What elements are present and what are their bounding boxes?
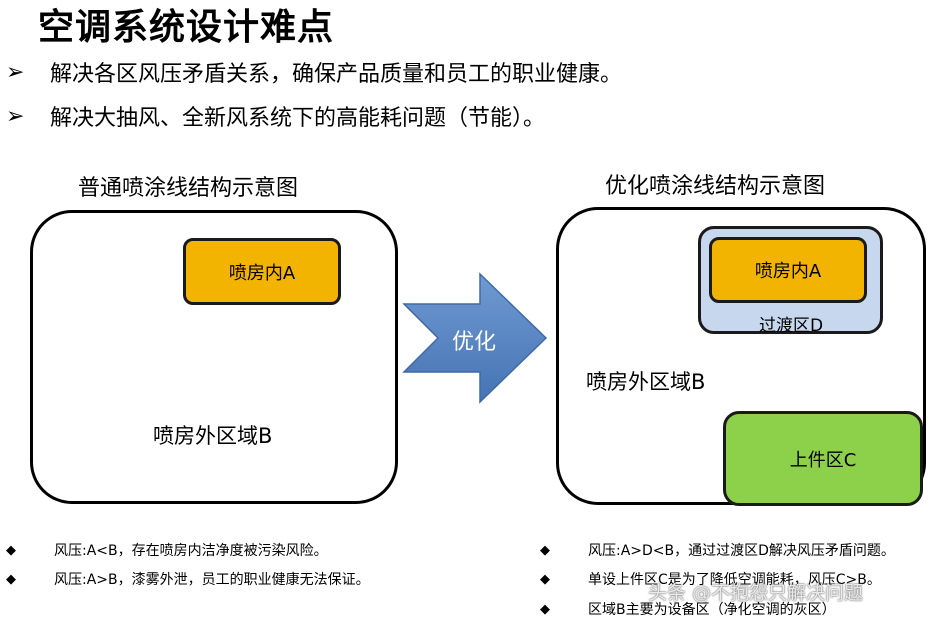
arrow-bullet-icon: ➢: [6, 59, 25, 85]
bullet-text: 解决大抽风、全新风系统下的高能耗问题（节能）。: [50, 106, 546, 131]
optimize-arrow-icon: [402, 272, 548, 404]
loading-zone-box: 上件区C: [723, 411, 923, 506]
left-booth-box: 喷房内A: [183, 238, 341, 305]
note-text: 区域B主要为设备区（净化空调的灰区）: [588, 602, 836, 618]
diamond-bullet-icon: ◆: [540, 571, 550, 587]
loading-zone-label: 上件区C: [789, 449, 857, 471]
note-item: ◆ 风压:A<B，存在喷房内洁净度被污染风险。: [6, 540, 328, 560]
note-text: 风压:A>D<B，通过过渡区D解决风压矛盾问题。: [588, 543, 895, 559]
bullet-item: ➢ 解决各区风压矛盾关系，确保产品质量和员工的职业健康。: [6, 56, 622, 88]
transition-zone-label: 过渡区D: [759, 316, 824, 336]
note-item: ◆ 风压:A>D<B，通过过渡区D解决风压矛盾问题。: [540, 540, 895, 560]
bullet-item: ➢ 解决大抽风、全新风系统下的高能耗问题（节能）。: [6, 100, 545, 132]
watermark: 头条 @不抱怨只解决问题: [648, 582, 864, 604]
bullet-text: 解决各区风压矛盾关系，确保产品质量和员工的职业健康。: [50, 62, 623, 87]
note-text: 风压:A<B，存在喷房内洁净度被污染风险。: [54, 543, 328, 559]
left-diagram-title: 普通喷涂线结构示意图: [78, 176, 299, 201]
arrow-label: 优化: [452, 330, 497, 355]
booth-label: 喷房内A: [754, 261, 822, 282]
arrow-bullet-icon: ➢: [6, 103, 25, 129]
right-diagram-title: 优化喷涂线结构示意图: [605, 174, 826, 199]
page-title: 空调系统设计难点: [38, 7, 335, 48]
note-text: 风压:A>B，漆雾外泄，员工的职业健康无法保证。: [54, 572, 370, 588]
diamond-bullet-icon: ◆: [540, 542, 550, 558]
note-text: 单设上件区C是为了降低空调能耗，风压C>B。: [588, 572, 881, 588]
diamond-bullet-icon: ◆: [6, 542, 16, 558]
diamond-bullet-icon: ◆: [540, 601, 550, 617]
note-item: ◆ 风压:A>B，漆雾外泄，员工的职业健康无法保证。: [6, 569, 370, 589]
note-item: ◆ 单设上件区C是为了降低空调能耗，风压C>B。: [540, 569, 881, 589]
right-outer-label: 喷房外区域B: [586, 370, 706, 394]
note-item: ◆ 区域B主要为设备区（净化空调的灰区）: [540, 599, 836, 619]
booth-label: 喷房内A: [228, 262, 296, 284]
diamond-bullet-icon: ◆: [6, 571, 16, 587]
right-booth-box: 喷房内A: [709, 237, 867, 303]
left-outer-label: 喷房外区域B: [153, 424, 273, 448]
